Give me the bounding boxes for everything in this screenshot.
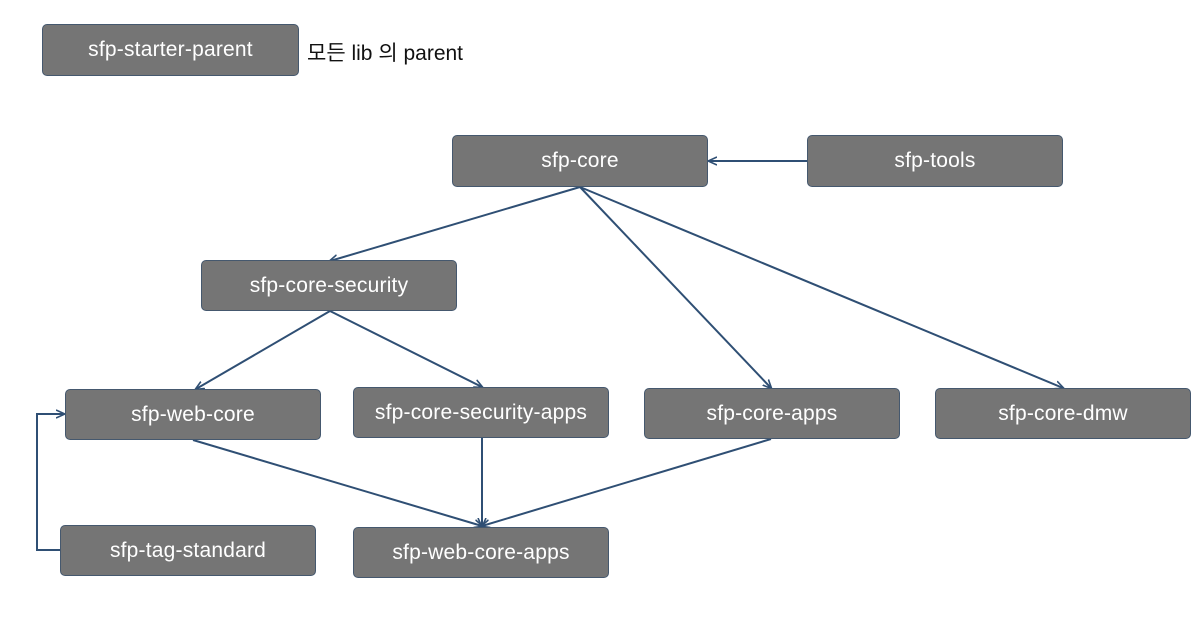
node-sfp-core-security-apps: sfp-core-security-apps <box>353 387 609 438</box>
edge-tag-standard-to-web-core <box>36 414 64 551</box>
node-sfp-core-apps: sfp-core-apps <box>644 388 900 439</box>
node-sfp-web-core-apps: sfp-web-core-apps <box>353 527 609 578</box>
edge-core-to-core-apps <box>579 186 771 388</box>
node-sfp-core-security: sfp-core-security <box>201 260 457 311</box>
edge-web-core-to-web-core-apps <box>192 439 482 526</box>
node-sfp-starter-parent: sfp-starter-parent <box>42 24 299 76</box>
node-sfp-core: sfp-core <box>452 135 708 187</box>
legend-caption: 모든 lib 의 parent <box>307 42 464 65</box>
node-sfp-tools: sfp-tools <box>807 135 1063 187</box>
edge-core-to-core-security <box>330 186 581 261</box>
node-sfp-tag-standard: sfp-tag-standard <box>60 525 316 576</box>
edge-core-apps-to-web-core-apps <box>482 438 772 526</box>
node-sfp-core-dmw: sfp-core-dmw <box>935 388 1191 439</box>
edge-core-security-to-core-security-apps <box>329 310 482 387</box>
node-sfp-web-core: sfp-web-core <box>65 389 321 440</box>
edge-core-to-core-dmw <box>579 186 1063 388</box>
edge-core-security-to-web-core <box>196 310 331 389</box>
